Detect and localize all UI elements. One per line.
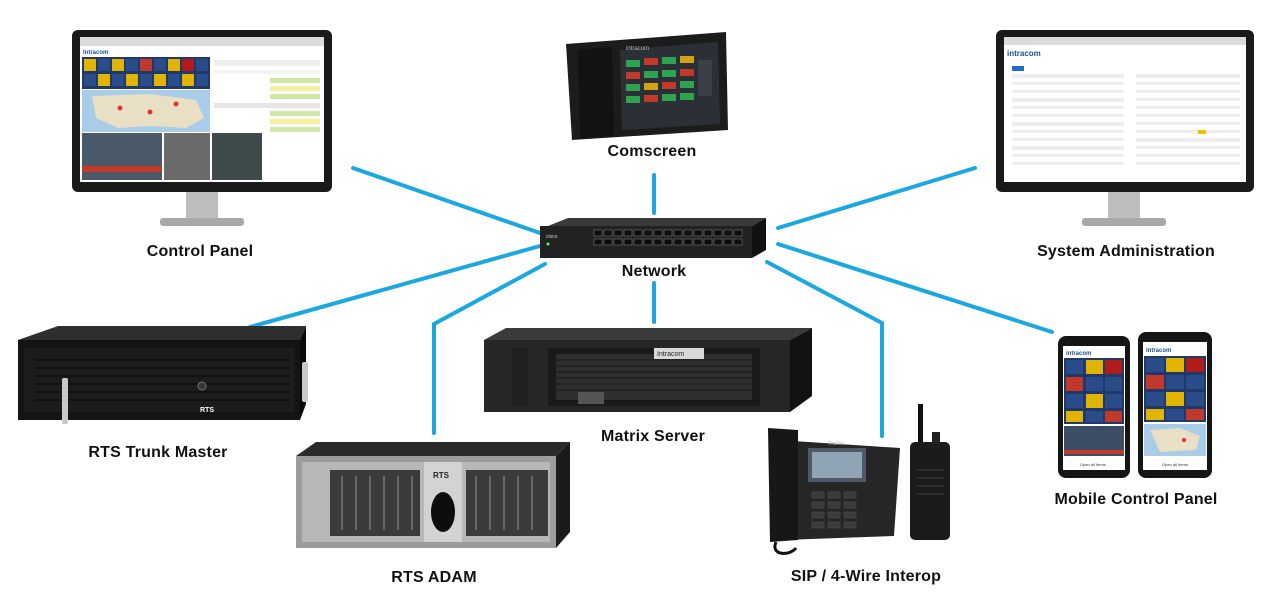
link-rts-trunk-master — [248, 244, 542, 329]
vent-grille — [34, 359, 290, 401]
keypad — [811, 491, 857, 529]
open-all-button: Open all Items — [1162, 462, 1188, 467]
switch-top — [548, 218, 766, 226]
video-feed-1 — [82, 133, 162, 180]
link-rts-adam-2 — [432, 262, 547, 326]
connection-lines — [248, 166, 1054, 438]
video-feed-3 — [212, 133, 262, 180]
chassis-side — [556, 442, 570, 548]
button-grid — [1064, 358, 1124, 424]
power-button — [197, 381, 207, 391]
card-bay-left — [330, 470, 420, 536]
button-grid — [1144, 356, 1206, 422]
button-grid — [82, 57, 210, 89]
browser-bar — [80, 37, 324, 46]
switch-led — [546, 242, 550, 246]
app-logo: intracom — [1007, 49, 1041, 58]
phone-handset — [768, 428, 798, 542]
open-all-button: Open all Items — [1080, 462, 1106, 467]
radio-antenna — [918, 404, 923, 444]
monitor-neck — [1108, 192, 1140, 218]
app-logo: Intracom — [83, 50, 108, 56]
link-sip-interop — [765, 260, 884, 325]
brand-plate — [654, 348, 704, 359]
comscreen-logo: intracom — [626, 46, 649, 52]
browser-bar — [1004, 37, 1246, 45]
monitor-base — [160, 218, 244, 226]
chassis-side — [790, 328, 812, 412]
comscreen-screen — [620, 42, 720, 130]
status-panel — [214, 60, 320, 132]
usb-ports — [578, 392, 604, 404]
app-logo: intracom — [1066, 351, 1091, 357]
rack-handle-right — [302, 362, 308, 402]
rts-trunk-master-device: RTS — [18, 326, 308, 424]
rts-adam-label: RTS ADAM — [391, 569, 477, 586]
chassis-top — [296, 442, 570, 456]
matrix-server-label: Matrix Server — [601, 428, 705, 445]
radio-body — [910, 442, 950, 540]
rts-adam-device: RTS — [296, 442, 570, 548]
network-switch: cisco — [540, 218, 766, 258]
switch-ports — [593, 229, 743, 246]
link-mobile-panel — [776, 242, 1054, 334]
system-admin-monitor: intracom — [996, 30, 1254, 226]
control-panel-monitor: Intracom — [72, 30, 332, 226]
radio-knob — [932, 432, 940, 444]
monitor-neck — [186, 192, 218, 218]
settings-form — [1012, 74, 1240, 165]
switch-side — [752, 218, 766, 258]
rack-handle-left — [62, 378, 68, 424]
sip-phone: Yealink — [768, 428, 900, 555]
server-brand: Intracom — [657, 351, 684, 358]
control-panel-label: Control Panel — [146, 243, 254, 260]
app-logo: intracom — [1146, 348, 1171, 354]
adam-badge: RTS — [433, 471, 450, 480]
card-bay-right — [466, 470, 548, 536]
video-feed-2 — [164, 133, 210, 180]
monitor-screen — [1004, 37, 1246, 182]
two-way-radio — [910, 404, 950, 540]
comscreen-label: Comscreen — [607, 143, 697, 160]
phone-brand: Yealink — [828, 441, 844, 447]
rts-badge: RTS — [200, 407, 214, 414]
monitor-base — [1082, 218, 1166, 226]
matrix-server-device: Intracom — [484, 328, 812, 412]
phone-cord — [773, 541, 798, 555]
system-admin-label: System Administration — [1037, 243, 1215, 260]
link-system-admin — [776, 166, 977, 230]
mobile-phone-1: intracom Open all Items — [1058, 336, 1130, 478]
switch-logo: cisco — [546, 234, 558, 240]
mobile-panel-label: Mobile Control Panel — [1054, 491, 1218, 508]
sip-interop-label: SIP / 4-Wire Interop — [790, 568, 942, 585]
comscreen-handset — [578, 47, 614, 138]
center-knob — [431, 492, 455, 532]
link-control-panel — [351, 166, 542, 235]
network-label: Network — [621, 263, 687, 280]
mobile-phone-2: intracom Open all Items — [1138, 332, 1212, 478]
chassis-top — [484, 328, 812, 340]
comscreen-device: intracom — [566, 32, 728, 140]
chassis-top — [18, 326, 306, 340]
rts-trunk-master-label: RTS Trunk Master — [88, 444, 228, 461]
